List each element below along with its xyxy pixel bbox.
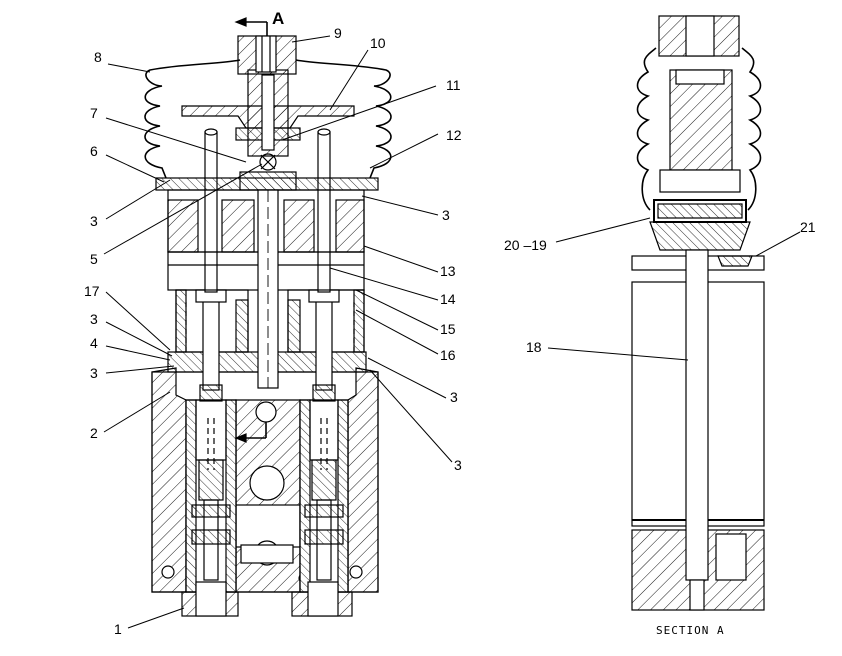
callout-11: 11 bbox=[446, 77, 461, 93]
right-view bbox=[631, 15, 765, 611]
left-leader-lines bbox=[103, 35, 453, 629]
callout-3: 3 bbox=[90, 365, 98, 381]
callout-15: 15 bbox=[440, 321, 456, 337]
left-spool-bore bbox=[181, 399, 239, 617]
callout-3: 3 bbox=[450, 389, 458, 405]
section-arrow-letter: A bbox=[272, 9, 284, 28]
callout-4: 4 bbox=[90, 335, 98, 351]
callout-3: 3 bbox=[454, 457, 462, 473]
callout-10: 10 bbox=[370, 35, 386, 51]
section-title: SECTION A bbox=[656, 624, 725, 637]
left-plunger bbox=[195, 128, 227, 402]
callout-7: 7 bbox=[90, 105, 98, 121]
section-arrow-top bbox=[234, 17, 268, 36]
callout-6: 6 bbox=[90, 143, 98, 159]
callout-16: 16 bbox=[440, 347, 456, 363]
callout-5: 5 bbox=[90, 251, 98, 267]
callout-14: 14 bbox=[440, 291, 456, 307]
lever-assembly bbox=[181, 35, 355, 157]
callout-8: 8 bbox=[94, 49, 102, 65]
callout-9: 9 bbox=[334, 25, 342, 41]
left-callouts: 1 2 3 3 3 3 3 3 4 5 6 7 8 9 10 11 12 13 … bbox=[84, 25, 462, 637]
callout-12: 12 bbox=[446, 127, 462, 143]
left-view bbox=[144, 17, 392, 617]
right-leader-lines bbox=[547, 217, 801, 361]
center-stem bbox=[239, 153, 297, 423]
bellows-boot bbox=[144, 59, 392, 179]
callout-3: 3 bbox=[90, 213, 98, 229]
callout-18: 18 bbox=[526, 339, 542, 355]
callout-21: 21 bbox=[800, 219, 816, 235]
section-arrow-bottom bbox=[234, 422, 267, 443]
callout-17: 17 bbox=[84, 283, 100, 299]
callout-3: 3 bbox=[442, 207, 450, 223]
callout-13: 13 bbox=[440, 263, 456, 279]
callout-3: 3 bbox=[90, 311, 98, 327]
callout-20-19: 20 –19 bbox=[504, 237, 547, 253]
callout-1: 1 bbox=[114, 621, 122, 637]
right-spool-bore bbox=[291, 399, 353, 617]
right-callouts: 18 20 –19 21 SECTION A bbox=[504, 219, 816, 637]
callout-2: 2 bbox=[90, 425, 98, 441]
